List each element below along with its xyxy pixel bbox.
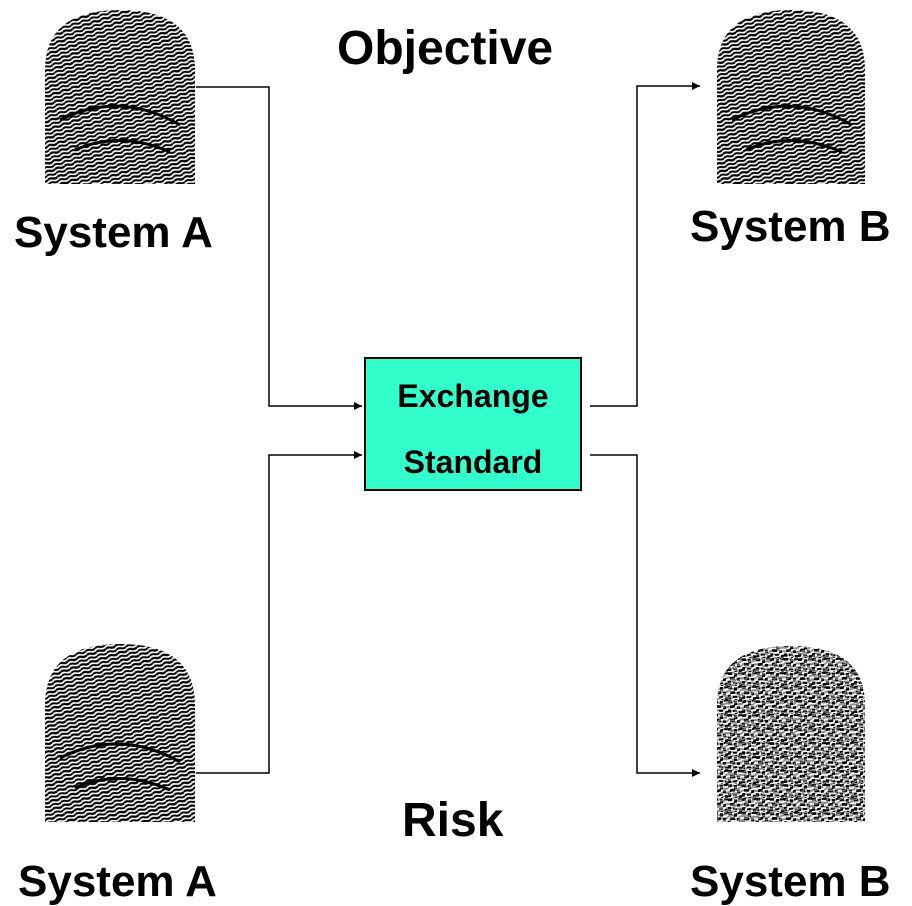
- system-a-label-top: System A: [14, 208, 213, 257]
- risk-heading: Risk: [402, 794, 504, 847]
- exchange-standard-box: Exchange Standard: [364, 357, 582, 491]
- exchange-label: Exchange: [397, 378, 549, 414]
- fingerprint-icon: [45, 10, 195, 184]
- system-b-label-bottom: System B: [690, 857, 891, 906]
- system-b-label-top: System B: [690, 202, 891, 251]
- connector-box-to-top-right: [590, 82, 700, 407]
- connector-bottom-left-to-box: [196, 451, 362, 774]
- objective-heading: Objective: [337, 22, 554, 75]
- system-a-label-bottom: System A: [18, 857, 217, 906]
- connector-top-left-to-box: [196, 86, 362, 410]
- standard-label: Standard: [403, 444, 543, 480]
- fingerprint-icon: [717, 10, 865, 184]
- fingerprint-icon: [45, 644, 195, 822]
- connector-box-to-bottom-right: [590, 454, 700, 777]
- degraded-fingerprint-icon: [717, 646, 865, 822]
